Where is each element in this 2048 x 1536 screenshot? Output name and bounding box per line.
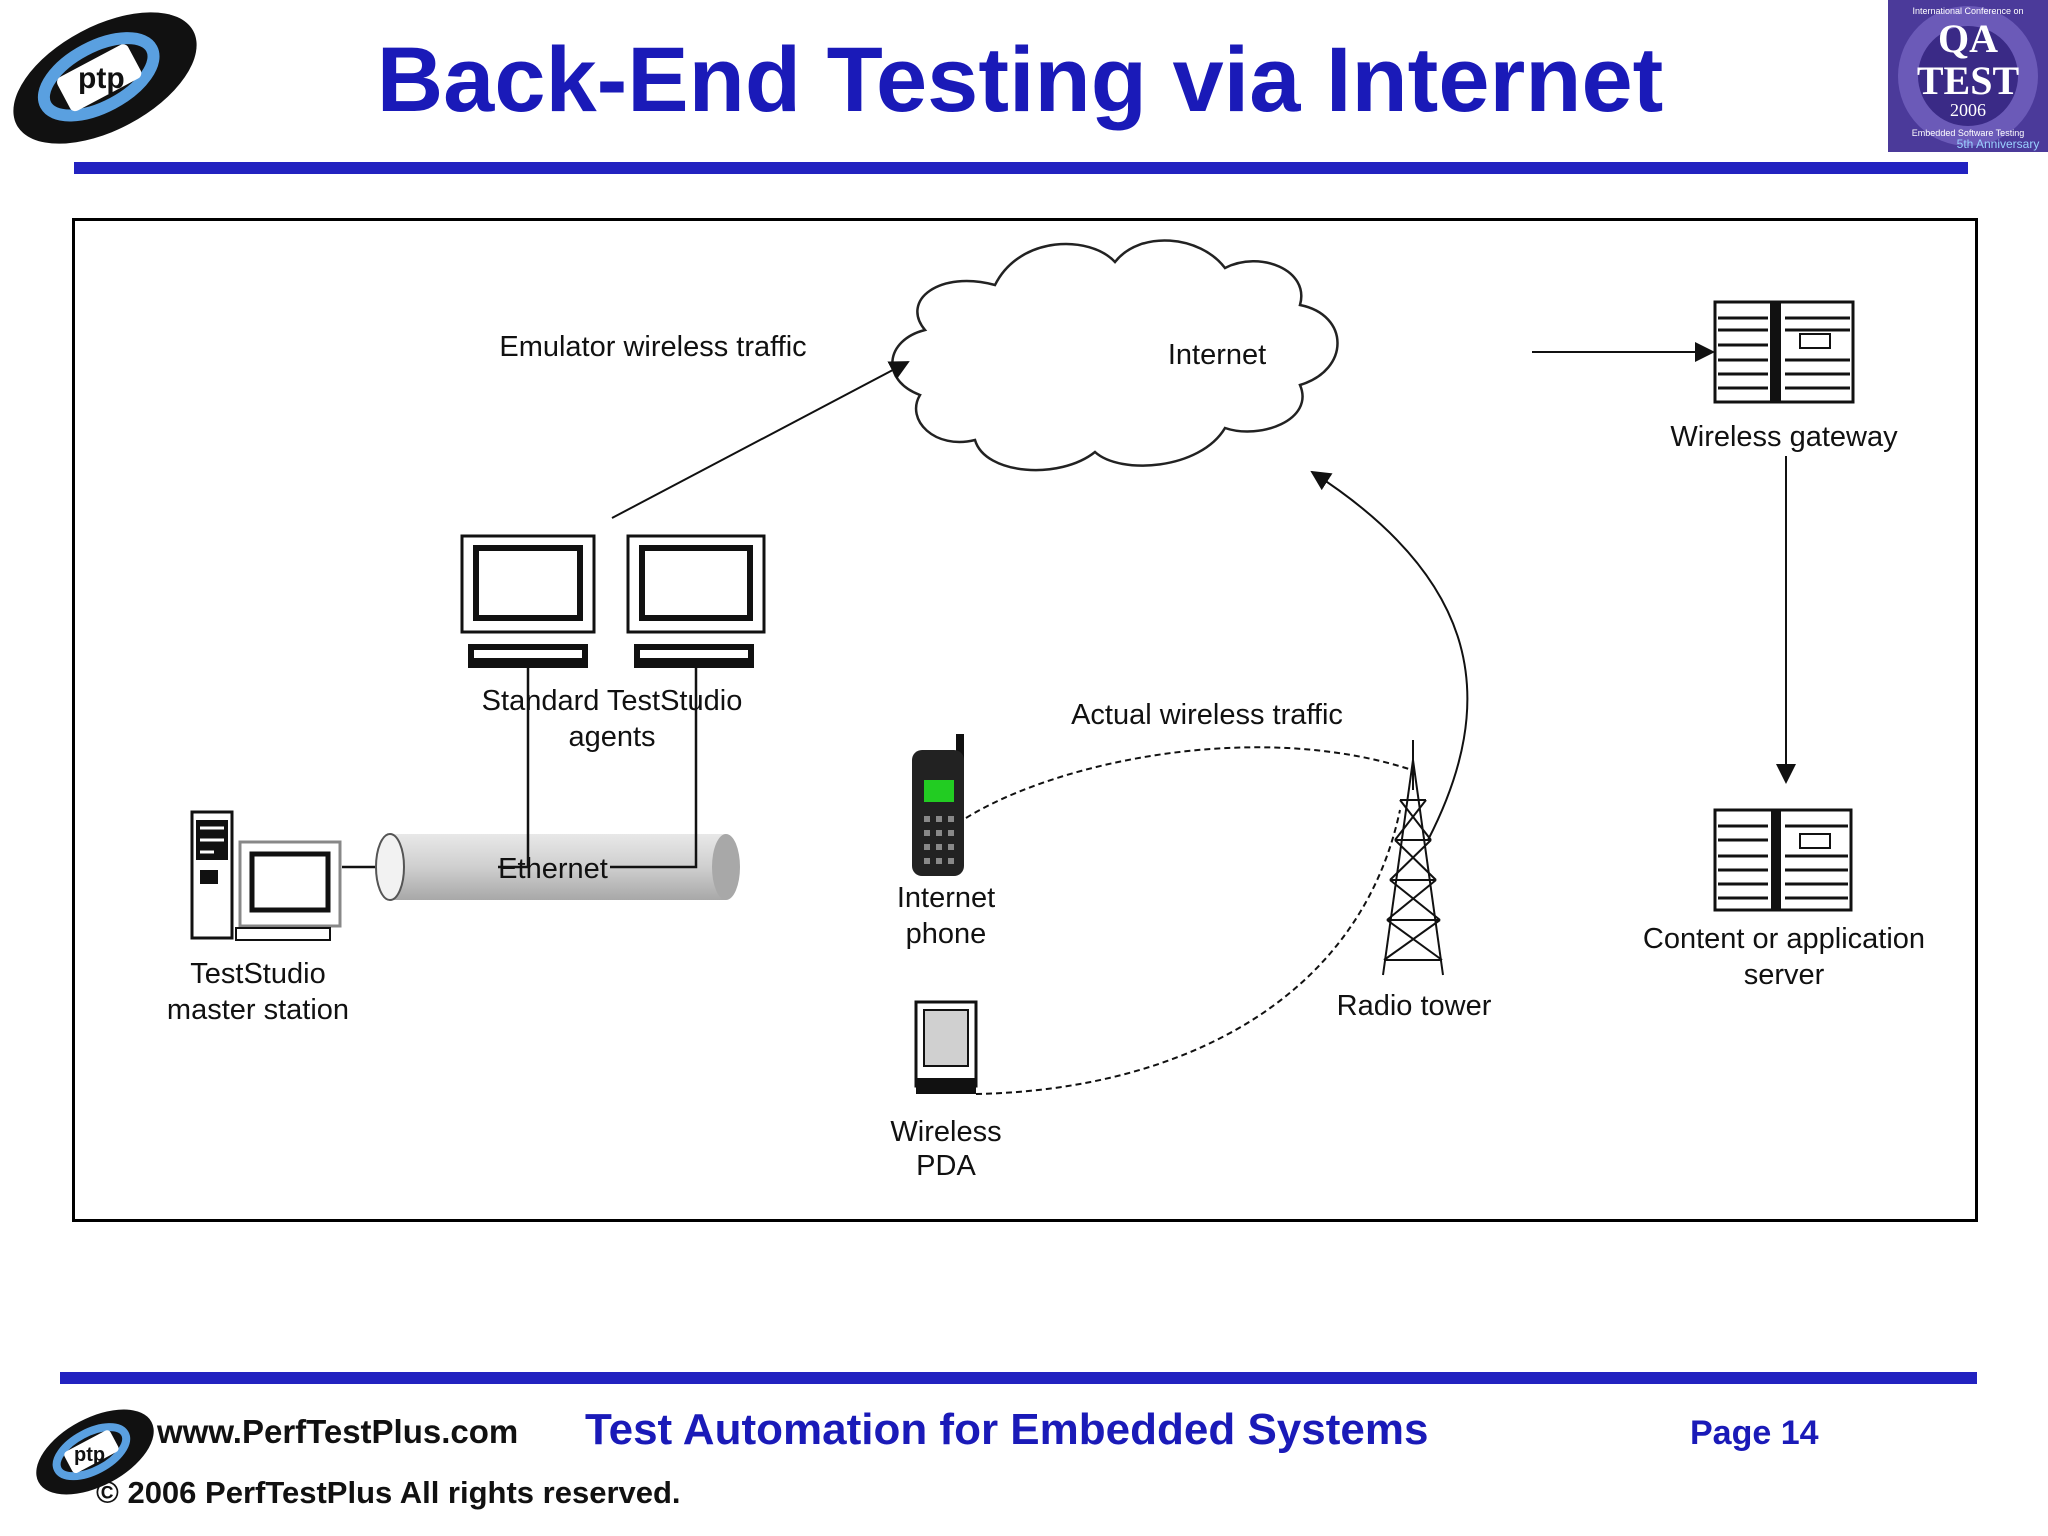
wireless-gateway-icon: [1713, 300, 1855, 404]
internet-cloud: [891, 239, 1339, 472]
wireless-pda-icon: [914, 1000, 978, 1094]
agents-label-1: Standard TestStudio: [482, 685, 743, 717]
master-station-icon: [190, 810, 342, 941]
internet-phone-icon: [912, 734, 964, 876]
header-rule: [74, 162, 1968, 174]
badge-year: 2006: [1950, 100, 1986, 120]
master-station-label-1: TestStudio: [190, 958, 325, 990]
radio-tower-icon: [1382, 740, 1444, 976]
ethernet-connections: [342, 668, 698, 869]
badge-test: TEST: [1917, 58, 2020, 103]
emulator-traffic-arrow: [611, 361, 910, 519]
content-server-icon: [1713, 808, 1853, 912]
ethernet-label: Ethernet: [498, 853, 608, 885]
badge-anniversary: 5th Anniversary: [1957, 137, 2040, 151]
ptp-logo-footer: ptp: [36, 1409, 154, 1495]
ptp-logo-footer-text: ptp: [74, 1444, 105, 1466]
footer-course-title: Test Automation for Embedded Systems: [585, 1405, 1429, 1454]
wireless-pda-label-1: Wireless: [890, 1116, 1001, 1148]
actual-traffic-label: Actual wireless traffic: [1071, 699, 1343, 731]
wireless-gateway-label: Wireless gateway: [1670, 421, 1898, 453]
badge-ring-top: International Conference on: [1912, 6, 2023, 16]
wireless-pda-label-2: PDA: [916, 1150, 976, 1182]
page-title: Back-End Testing via Internet: [376, 29, 1664, 131]
internet-phone-label-1: Internet: [897, 882, 995, 914]
pda-to-tower-traffic: [975, 809, 1401, 1095]
emulator-traffic-label: Emulator wireless traffic: [499, 331, 806, 363]
footer-copyright: © 2006 PerfTestPlus All rights reserved.: [96, 1475, 681, 1510]
footer-rule: [60, 1372, 1977, 1384]
internet-phone-label-2: phone: [906, 918, 987, 950]
master-station-label-2: master station: [167, 994, 349, 1026]
badge-ring-bottom: Embedded Software Testing: [1912, 128, 2024, 138]
internet-label: Internet: [1168, 339, 1266, 371]
radio-tower-label: Radio tower: [1337, 990, 1492, 1022]
agent-computer-1-icon: [460, 534, 596, 668]
ptp-logo-text: ptp: [78, 62, 125, 95]
diagram-frame: [72, 218, 1978, 1222]
badge-qa: QA: [1938, 16, 1998, 61]
agents-label-2: agents: [568, 721, 655, 753]
content-server-label-2: server: [1744, 959, 1825, 991]
qa-test-badge: QA TEST 2006 International Conference on…: [1888, 0, 2048, 152]
phone-to-tower-traffic: [965, 746, 1413, 819]
footer-page-number: Page 14: [1690, 1414, 1819, 1452]
footer-url-link[interactable]: www.PerfTestPlus.com: [157, 1413, 519, 1450]
agent-computer-2-icon: [626, 534, 766, 668]
tower-to-internet-arrow: [1310, 470, 1469, 841]
content-server-label-1: Content or application: [1643, 923, 1925, 955]
ptp-logo-header: ptp: [13, 12, 197, 144]
